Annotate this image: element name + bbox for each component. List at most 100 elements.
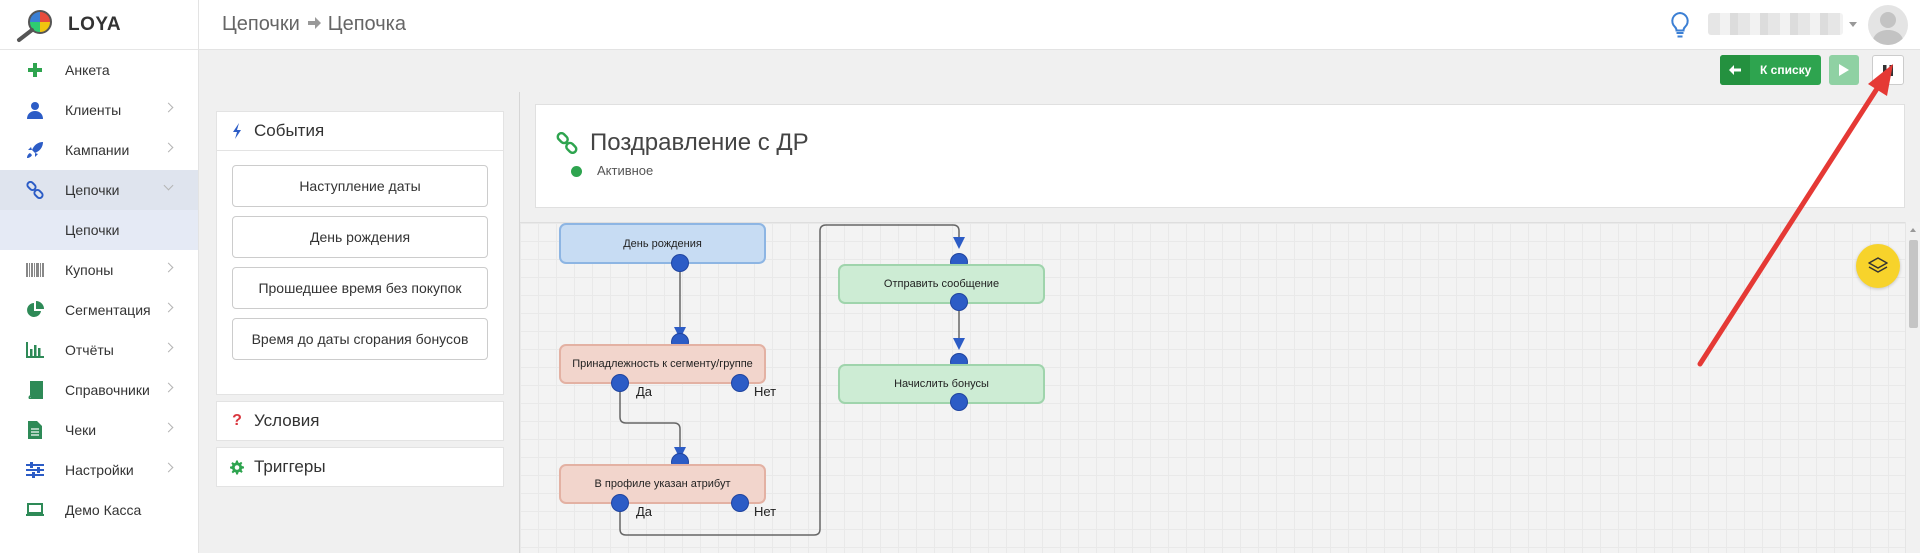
- user-icon: [24, 99, 46, 121]
- back-to-list-label: К списку: [1760, 63, 1812, 77]
- attribute-yes-label: Да: [636, 504, 653, 519]
- app-name: LOYA: [68, 13, 122, 35]
- link-icon: [24, 179, 46, 201]
- events-section: События Наступление даты День рождения П…: [216, 111, 504, 395]
- events-title: События: [254, 121, 325, 140]
- logo[interactable]: LOYA: [0, 0, 198, 50]
- arrow-left-icon: [1720, 55, 1750, 85]
- port-birthday-out[interactable]: [671, 254, 689, 272]
- sidebar-item-receipts[interactable]: Чеки: [0, 410, 198, 450]
- arrow-right-icon: [307, 14, 321, 35]
- flow-node-add-bonus[interactable]: Начислить бонусы: [838, 364, 1045, 404]
- scroll-up-arrow[interactable]: [1910, 228, 1916, 232]
- chain-status: Активное: [597, 163, 654, 178]
- connector-attribute-yes-send: [619, 224, 960, 536]
- sidebar-subitem-chains[interactable]: Цепочки: [0, 210, 198, 250]
- sidebar-item-chains[interactable]: Цепочки: [0, 170, 198, 210]
- play-button[interactable]: [1829, 55, 1859, 85]
- sidebar-item-demo-register[interactable]: Демо Касса: [0, 490, 198, 530]
- flow-canvas[interactable]: День рождения Принадлежность к сегменту/…: [520, 222, 1905, 553]
- sidebar-item-label: Чеки: [65, 422, 97, 438]
- triggers-section[interactable]: Триггеры: [216, 447, 504, 487]
- conditions-section[interactable]: ? Условия: [216, 401, 504, 441]
- chain-title: Поздравление с ДР: [590, 129, 809, 156]
- chevron-right-icon: [163, 262, 174, 273]
- events-list: Наступление даты День рождения Прошедшее…: [217, 150, 503, 394]
- canvas-scrollbar[interactable]: [1905, 222, 1920, 553]
- sidebar-item-reports[interactable]: Отчёты: [0, 330, 198, 370]
- sidebar-item-campaigns[interactable]: Кампании: [0, 130, 198, 170]
- chain-header-card: Поздравление с ДР Активное: [535, 104, 1905, 208]
- sidebar-item-label: Сегментация: [65, 302, 151, 318]
- sidebar-item-label: Кампании: [65, 142, 130, 158]
- pause-icon: [1883, 64, 1893, 76]
- sidebar-item-settings[interactable]: Настройки: [0, 450, 198, 490]
- lightbulb-icon[interactable]: [1669, 11, 1691, 39]
- attribute-no-label: Нет: [754, 504, 777, 519]
- triggers-title: Триггеры: [254, 457, 326, 476]
- port-send-out[interactable]: [950, 293, 968, 311]
- segment-no-label: Нет: [754, 384, 777, 399]
- flow-node-send-message[interactable]: Отправить сообщение: [838, 264, 1045, 304]
- sidebar-item-label: Клиенты: [65, 102, 122, 118]
- caret-down-icon[interactable]: [1849, 22, 1857, 27]
- event-date-button[interactable]: Наступление даты: [232, 165, 488, 207]
- gear-icon: [230, 460, 244, 475]
- chevron-right-icon: [163, 302, 174, 313]
- sidebar-item-segmentation[interactable]: Сегментация: [0, 290, 198, 330]
- sidebar-item-label: Отчёты: [65, 342, 114, 358]
- event-birthday-button[interactable]: День рождения: [232, 216, 488, 258]
- port-segment-yes[interactable]: [611, 374, 629, 392]
- chevron-down-icon: [163, 180, 174, 191]
- chevron-right-icon: [163, 462, 174, 473]
- status-indicator: [571, 166, 582, 177]
- plus-icon: [24, 59, 46, 81]
- port-bonus-out[interactable]: [950, 393, 968, 411]
- sidebar-item-references[interactable]: Справочники: [0, 370, 198, 410]
- question-icon: ?: [232, 412, 242, 429]
- logo-icon: [14, 7, 56, 43]
- sidebar: LOYA Анкета Клиенты Кампании Цепочки Цеп…: [0, 0, 199, 553]
- sidebar-item-label: Демо Касса: [65, 502, 142, 518]
- flow-node-birthday[interactable]: День рождения: [559, 223, 766, 264]
- chevron-right-icon: [163, 422, 174, 433]
- sidebar-item-anketa[interactable]: Анкета: [0, 50, 198, 90]
- port-segment-no[interactable]: [731, 374, 749, 392]
- bar-chart-icon: [24, 339, 46, 361]
- user-name-blurred[interactable]: [1708, 13, 1843, 35]
- chevron-right-icon: [163, 102, 174, 113]
- sidebar-item-label: Купоны: [65, 262, 114, 278]
- breadcrumb-chain: Цепочка: [327, 13, 406, 35]
- sidebar-item-label: Анкета: [65, 62, 110, 78]
- pause-button[interactable]: [1872, 55, 1904, 85]
- event-no-purchase-button[interactable]: Прошедшее время без покупок: [232, 267, 488, 309]
- sidebar-item-label: Цепочки: [65, 182, 120, 198]
- editor-area: [519, 92, 1920, 553]
- sliders-icon: [24, 459, 46, 481]
- conditions-header[interactable]: ? Условия: [217, 402, 503, 440]
- conditions-title: Условия: [254, 411, 320, 430]
- chevron-right-icon: [163, 142, 174, 153]
- receipt-icon: [24, 419, 46, 441]
- events-header[interactable]: События: [217, 112, 503, 150]
- scrollbar-thumb[interactable]: [1909, 240, 1918, 328]
- breadcrumb: Цепочки Цепочка: [222, 13, 406, 36]
- port-attribute-yes[interactable]: [611, 494, 629, 512]
- triggers-header[interactable]: Триггеры: [217, 448, 503, 486]
- breadcrumb-chains[interactable]: Цепочки: [222, 13, 300, 35]
- play-icon: [1839, 64, 1849, 76]
- port-attribute-no[interactable]: [731, 494, 749, 512]
- connector-segment-yes-attribute: [619, 383, 681, 455]
- link-icon: [556, 131, 578, 159]
- sidebar-item-coupons[interactable]: Купоны: [0, 250, 198, 290]
- back-to-list-button[interactable]: К списку: [1720, 55, 1821, 85]
- layers-icon: [1868, 257, 1888, 273]
- avatar[interactable]: [1868, 5, 1908, 45]
- event-bonus-expiry-button[interactable]: Время до даты сгорания бонусов: [232, 318, 488, 360]
- chevron-right-icon: [163, 342, 174, 353]
- book-icon: [24, 379, 46, 401]
- sidebar-item-label: Настройки: [65, 462, 134, 478]
- pie-chart-icon: [24, 299, 46, 321]
- sidebar-item-clients[interactable]: Клиенты: [0, 90, 198, 130]
- layers-button[interactable]: [1856, 244, 1900, 288]
